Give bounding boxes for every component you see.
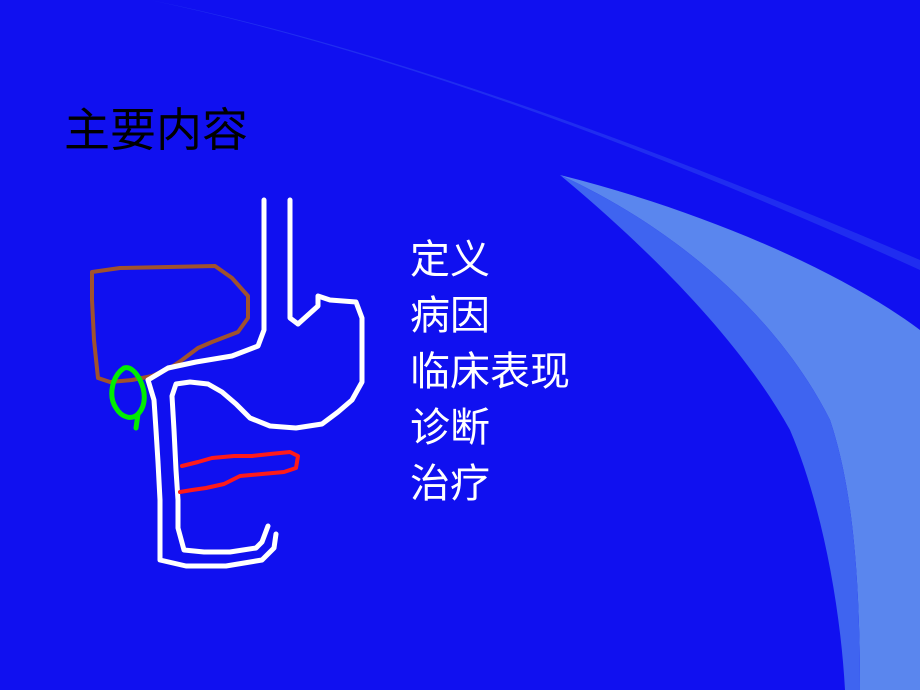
duodenum-outline [145, 377, 279, 569]
pancreatic-duct [178, 450, 300, 494]
topic-item-treatment: 治疗 [410, 461, 490, 507]
slide-title: 主要内容 [64, 103, 248, 157]
topic-item-etiology: 病因 [410, 293, 490, 339]
topic-item-clinical-manifestations: 临床表现 [410, 349, 570, 395]
liver-outline [90, 264, 250, 384]
gallbladder-outline [109, 365, 147, 431]
topic-list: 定义 病因 临床表现 诊断 治疗 [410, 232, 570, 512]
esophagus-outline [145, 197, 301, 383]
topic-item-definition: 定义 [410, 237, 490, 283]
topic-item-diagnosis: 诊断 [410, 405, 490, 451]
stomach-outline [169, 293, 365, 555]
